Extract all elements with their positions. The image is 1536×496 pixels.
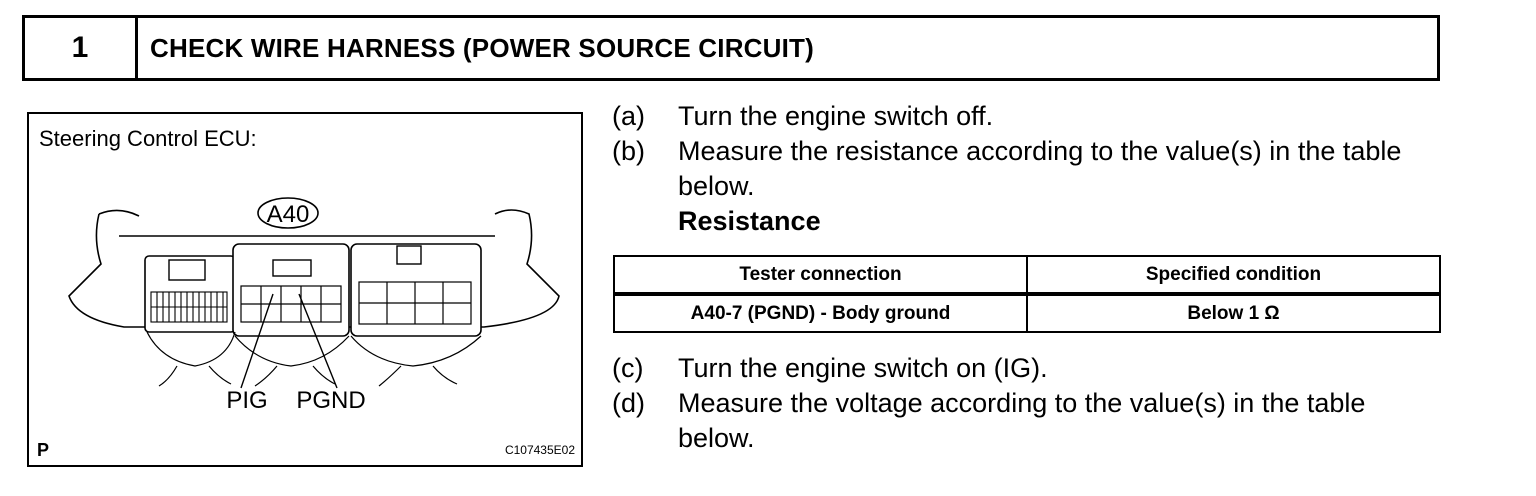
instruction-b: (b) Measure the resistance according to …: [612, 134, 1438, 204]
pin-label-pig: PIG: [226, 387, 267, 414]
column-header: Specified condition: [1026, 255, 1441, 296]
step-number: 1: [25, 18, 138, 78]
instruction-text: Turn the engine switch off.: [678, 101, 994, 131]
instruction-text: Measure the resistance according to the …: [678, 136, 1402, 201]
instructions-bottom: (c) Turn the engine switch on (IG). (d) …: [612, 351, 1438, 456]
connector-label-a40: A40: [267, 201, 310, 228]
step-header: 1 CHECK WIRE HARNESS (POWER SOURCE CIRCU…: [22, 15, 1440, 81]
ecu-connector-drawing: A40: [68, 197, 560, 414]
ecu-figure: Steering Control ECU: A40: [27, 112, 583, 467]
resistance-heading-row: Resistance: [612, 204, 1438, 239]
instructions-top: (a) Turn the engine switch off. (b) Meas…: [612, 99, 1438, 239]
instruction-letter: (b): [612, 136, 645, 166]
resistance-heading: Resistance: [678, 206, 821, 236]
table-header-row: Tester connection Specified condition: [613, 255, 1441, 296]
pin-label-pgnd: PGND: [296, 387, 365, 414]
instruction-letter: (d): [612, 388, 645, 418]
resistance-table: Tester connection Specified condition A4…: [613, 255, 1441, 333]
instruction-d: (d) Measure the voltage according to the…: [612, 386, 1438, 456]
table-cell: A40-7 (PGND) - Body ground: [613, 293, 1028, 333]
instruction-a: (a) Turn the engine switch off.: [612, 99, 1438, 134]
figure-corner-label: P: [37, 440, 50, 460]
figure-title: Steering Control ECU:: [39, 126, 257, 151]
instruction-text: Turn the engine switch on (IG).: [678, 353, 1048, 383]
figure-code: C107435E02: [504, 443, 575, 457]
instruction-letter: (c): [612, 353, 644, 383]
table-cell: Below 1 Ω: [1026, 293, 1441, 333]
instruction-c: (c) Turn the engine switch on (IG).: [612, 351, 1438, 386]
instruction-letter: (a): [612, 101, 645, 131]
instruction-text: Measure the voltage according to the val…: [678, 388, 1366, 453]
column-header: Tester connection: [613, 255, 1028, 296]
table-row: A40-7 (PGND) - Body ground Below 1 Ω: [613, 293, 1441, 333]
step-title: CHECK WIRE HARNESS (POWER SOURCE CIRCUIT…: [150, 32, 814, 63]
